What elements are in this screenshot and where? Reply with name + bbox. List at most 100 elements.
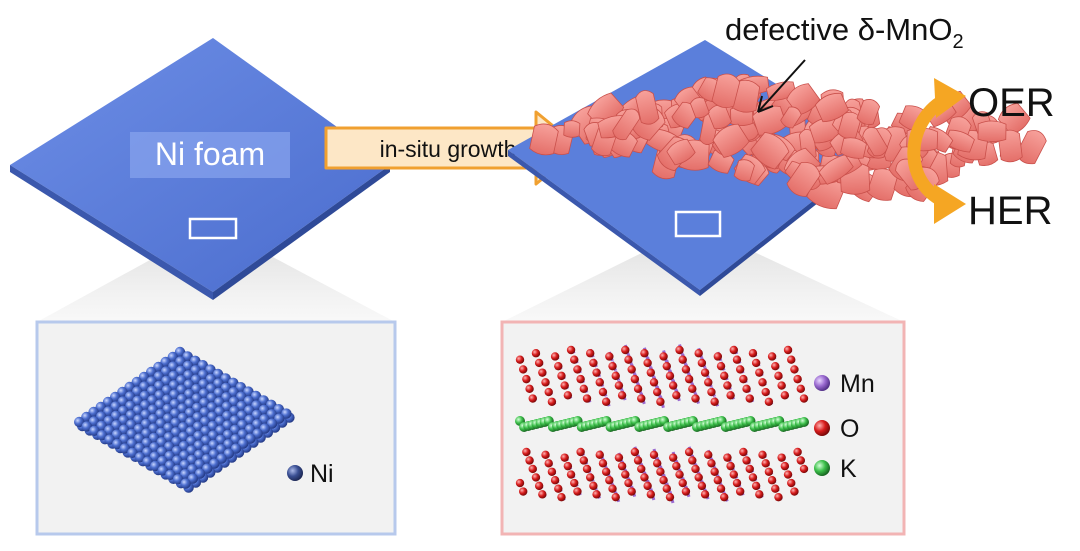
o-atom bbox=[735, 365, 745, 374]
o-atom bbox=[538, 368, 547, 377]
mno2-nanosheet bbox=[612, 108, 641, 141]
o-atom bbox=[621, 470, 630, 479]
o-atom bbox=[659, 352, 668, 361]
ni-atom bbox=[119, 443, 130, 454]
o-atom bbox=[630, 447, 640, 457]
mno2-nanosheet bbox=[635, 90, 660, 125]
product-label: defective δ-MnO2 bbox=[725, 12, 964, 53]
ni-atom-lattice bbox=[74, 346, 295, 493]
ni-atom bbox=[81, 421, 93, 432]
o-atom bbox=[570, 478, 579, 488]
mno2-nanosheet bbox=[750, 131, 790, 170]
o-atom bbox=[758, 450, 767, 460]
o-atom bbox=[723, 453, 732, 462]
o-atom bbox=[684, 447, 694, 457]
o-atom bbox=[608, 484, 617, 493]
o-atom bbox=[675, 345, 684, 355]
o-atom bbox=[653, 387, 662, 397]
o-atom bbox=[751, 358, 761, 368]
o-atom bbox=[777, 381, 786, 390]
o-atom bbox=[515, 355, 525, 364]
o-atom bbox=[598, 459, 608, 468]
her-label: HER bbox=[968, 189, 1052, 233]
o-atom bbox=[710, 397, 719, 406]
o-atom bbox=[796, 456, 806, 465]
o-atom bbox=[720, 371, 729, 381]
ni-atom bbox=[96, 430, 108, 441]
o-atom bbox=[522, 374, 531, 384]
o-atom bbox=[653, 459, 662, 468]
ni-atom bbox=[150, 460, 161, 472]
o-atom bbox=[780, 391, 790, 400]
o-atom bbox=[700, 490, 710, 499]
mno2-nanosheet bbox=[712, 123, 750, 158]
o-atom bbox=[595, 378, 604, 387]
mno2-layered-structure bbox=[515, 344, 809, 504]
ni-foam-label-background bbox=[130, 132, 290, 178]
o-atom bbox=[576, 447, 585, 457]
o-atom bbox=[758, 378, 767, 387]
mno2-nanosheet bbox=[671, 101, 699, 129]
o-atom bbox=[787, 355, 796, 364]
o-atom bbox=[566, 345, 576, 355]
o-atom bbox=[755, 368, 764, 377]
o-atom bbox=[793, 447, 802, 457]
o-atom bbox=[761, 459, 770, 468]
o-atom bbox=[799, 464, 809, 474]
o-atom bbox=[614, 381, 624, 390]
o-atom bbox=[614, 453, 624, 462]
o-atom bbox=[796, 384, 806, 394]
o-atom bbox=[640, 349, 649, 358]
o-atom bbox=[566, 470, 576, 479]
mno2-nanosheet bbox=[780, 106, 802, 129]
o-atom bbox=[761, 387, 770, 397]
o-atom bbox=[726, 461, 735, 471]
product-label-group: defective δ-MnO2 bbox=[725, 12, 964, 113]
o-atom bbox=[547, 397, 557, 406]
mno2-nanosheet bbox=[666, 138, 696, 166]
mno2-nanosheet bbox=[837, 111, 862, 140]
o-atom bbox=[621, 345, 630, 355]
o-atom bbox=[697, 481, 707, 491]
o-atom bbox=[700, 368, 710, 377]
o-atom bbox=[601, 397, 611, 406]
o-atom bbox=[713, 352, 723, 361]
ni-atom bbox=[142, 456, 153, 467]
o-atom bbox=[643, 358, 652, 368]
o-atom bbox=[649, 378, 659, 387]
oer-her-cycle: OER HER bbox=[907, 78, 1055, 233]
o-atom bbox=[522, 447, 531, 457]
o-atom bbox=[563, 461, 573, 471]
ni-selection-box bbox=[188, 217, 238, 240]
o-atom bbox=[799, 394, 809, 403]
o-atom bbox=[729, 470, 738, 479]
o-atom bbox=[633, 456, 643, 465]
ni-atom bbox=[180, 478, 191, 489]
o-atom bbox=[751, 481, 761, 491]
o-atom bbox=[611, 492, 620, 502]
o-atom bbox=[531, 473, 541, 482]
o-atom bbox=[659, 476, 668, 485]
ni-lattice-inset: Ni bbox=[35, 320, 397, 536]
o-atom bbox=[662, 361, 671, 371]
o-atom bbox=[767, 352, 777, 361]
o-atom bbox=[633, 384, 643, 394]
o-atom bbox=[694, 349, 703, 358]
o-atom bbox=[560, 453, 569, 462]
o-atom bbox=[573, 487, 582, 496]
oer-label: OER bbox=[968, 81, 1055, 125]
o-atom bbox=[534, 481, 544, 491]
o-atom bbox=[783, 470, 793, 479]
o-atom bbox=[793, 374, 802, 384]
cycle-arrowhead-top bbox=[934, 78, 966, 118]
o-atom bbox=[592, 368, 601, 377]
o-atom bbox=[742, 384, 751, 394]
o-atom bbox=[665, 371, 675, 381]
o-atom bbox=[707, 459, 716, 468]
o-atom bbox=[560, 381, 569, 390]
o-atom bbox=[691, 394, 700, 403]
o-atom bbox=[586, 349, 595, 358]
o-atom bbox=[563, 391, 573, 400]
o-atom bbox=[534, 358, 544, 368]
mno2-nanosheet bbox=[977, 120, 1007, 142]
